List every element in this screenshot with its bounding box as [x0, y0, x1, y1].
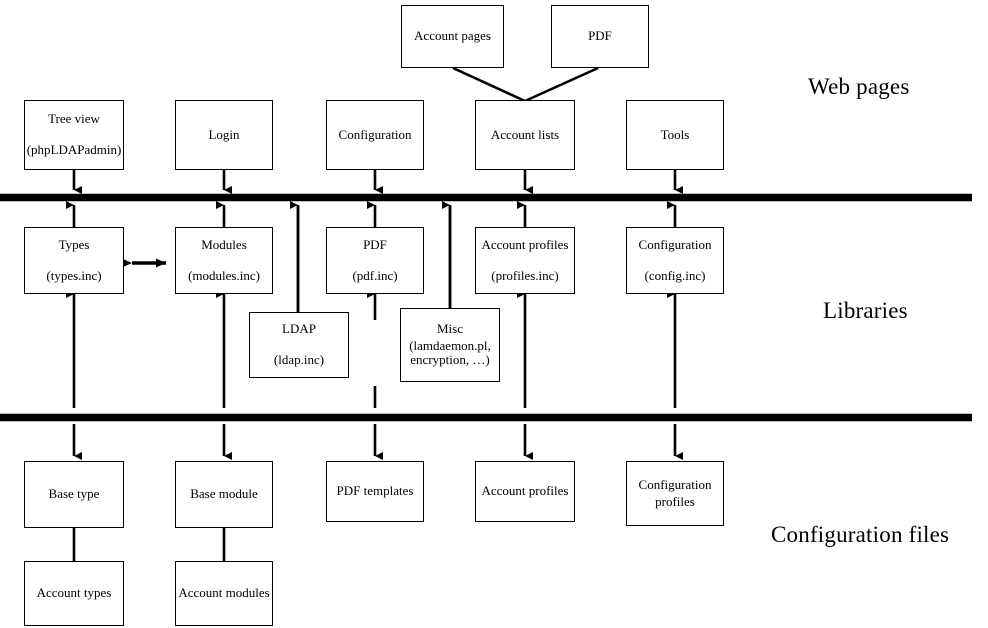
node-ldap-lib[interactable]: LDAP (ldap.inc): [249, 312, 349, 378]
node-misc-lib-label: Misc: [437, 320, 463, 336]
node-modules-lib[interactable]: Modules (modules.inc): [175, 227, 273, 294]
node-tools-label: Tools: [660, 126, 690, 142]
node-tree-view[interactable]: Tree view (phpLDAPadmin): [24, 100, 124, 170]
node-account-profiles-lib[interactable]: Account profiles (profiles.inc): [475, 227, 575, 294]
node-account-types[interactable]: Account types: [24, 561, 124, 626]
node-ldap-lib-label: LDAP: [282, 321, 316, 337]
section-label-libraries: Libraries: [823, 298, 908, 324]
node-account-modules-label: Account modules: [178, 585, 270, 601]
node-account-profiles-files[interactable]: Account profiles: [475, 461, 575, 522]
node-types-lib-label: Types: [58, 236, 90, 252]
node-tree-view-sublabel: (phpLDAPadmin): [26, 142, 122, 157]
node-account-pages-label: Account pages: [414, 28, 491, 44]
node-base-type-label: Base type: [48, 486, 100, 502]
node-account-types-label: Account types: [36, 585, 112, 601]
node-base-module-label: Base module: [190, 486, 258, 502]
connector-pdf-page-to-account-lists: [524, 66, 599, 103]
node-pdf-lib-sublabel: (pdf.inc): [352, 267, 398, 283]
node-types-lib[interactable]: Types (types.inc): [24, 227, 124, 294]
node-configuration-profiles-files-sublabel: profiles: [655, 493, 695, 509]
node-tools[interactable]: Tools: [626, 100, 724, 170]
node-account-profiles-lib-label: Account profiles: [481, 236, 569, 252]
node-configuration-profiles-files-label: Configuration: [638, 476, 712, 492]
node-base-module[interactable]: Base module: [175, 461, 273, 528]
node-tree-view-label: Tree view: [48, 111, 100, 127]
node-login-label: Login: [208, 126, 240, 142]
node-configuration-lib-label: Configuration: [638, 236, 712, 252]
node-account-profiles-lib-sublabel: (profiles.inc): [491, 267, 559, 283]
section-label-configuration-files: Configuration files: [771, 522, 949, 548]
node-configuration-page[interactable]: Configuration: [326, 100, 424, 170]
section-label-configuration-files-text: Configuration files: [771, 522, 950, 547]
node-modules-lib-label: Modules: [201, 236, 247, 252]
node-pdf-page-label: PDF: [588, 28, 612, 44]
section-label-web-pages: Web pages: [808, 74, 910, 100]
node-account-pages[interactable]: Account pages: [401, 5, 504, 68]
node-account-lists-label: Account lists: [490, 126, 560, 142]
node-account-lists[interactable]: Account lists: [475, 100, 575, 170]
node-base-type[interactable]: Base type: [24, 461, 124, 528]
node-configuration-lib[interactable]: Configuration (config.inc): [626, 227, 724, 294]
node-pdf-page[interactable]: PDF: [551, 5, 649, 68]
node-configuration-lib-sublabel: (config.inc): [644, 267, 706, 283]
section-label-libraries-text: Libraries: [823, 298, 908, 323]
node-account-profiles-files-label: Account profiles: [481, 483, 569, 499]
connector-account-pages-to-account-lists: [452, 66, 526, 103]
node-account-modules[interactable]: Account modules: [175, 561, 273, 626]
node-misc-lib-sublabel-2: encryption, …): [410, 352, 490, 368]
node-modules-lib-sublabel: (modules.inc): [188, 267, 260, 283]
node-configuration-page-label: Configuration: [338, 126, 412, 142]
node-pdf-lib-label: PDF: [363, 236, 387, 252]
node-types-lib-sublabel: (types.inc): [46, 267, 102, 283]
section-label-web-pages-text: Web pages: [808, 74, 910, 99]
node-ldap-lib-sublabel: (ldap.inc): [273, 352, 325, 367]
node-pdf-templates-label: PDF templates: [336, 483, 414, 499]
node-pdf-templates[interactable]: PDF templates: [326, 461, 424, 522]
node-pdf-lib[interactable]: PDF (pdf.inc): [326, 227, 424, 294]
node-misc-lib-sublabel-1: (lamdaemon.pl,: [409, 337, 491, 353]
node-misc-lib[interactable]: Misc (lamdaemon.pl, encryption, …): [400, 308, 500, 382]
node-configuration-profiles-files[interactable]: Configuration profiles: [626, 461, 724, 526]
node-login[interactable]: Login: [175, 100, 273, 170]
